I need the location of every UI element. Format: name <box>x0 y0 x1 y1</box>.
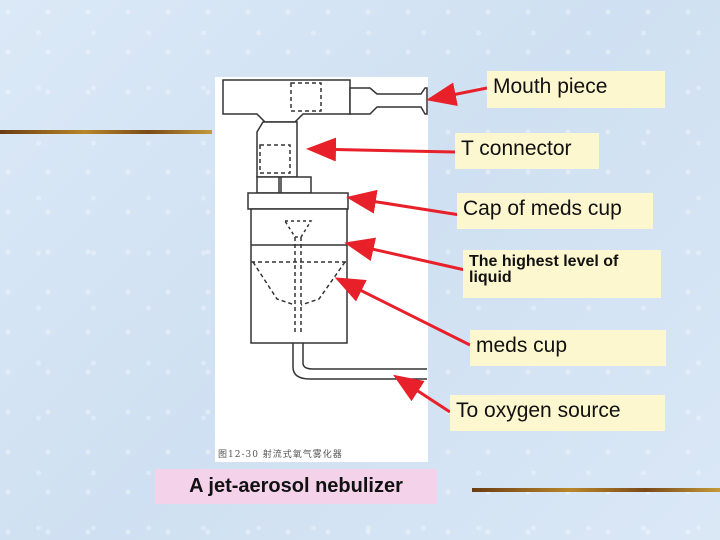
figure-caption: 图12-30 射流式氧气雾化器 <box>218 450 343 460</box>
meds-cup-body <box>250 208 348 344</box>
label-highest-level: The highest level of liquid <box>463 250 661 298</box>
nebulizer-figure <box>215 77 428 462</box>
label-cap: Cap of meds cup <box>457 193 653 229</box>
skirt-left <box>252 261 296 306</box>
t-connector-vertical <box>256 121 298 178</box>
oxygen-tube <box>292 343 427 380</box>
t-connector-vertical-inner <box>259 144 291 174</box>
decor-rule-left <box>0 130 212 134</box>
neck-block-right <box>280 176 312 194</box>
neck-block-left <box>256 176 280 194</box>
t-connector-inner <box>290 82 322 112</box>
oxygen-tube-inner <box>302 343 427 370</box>
label-meds-cup: meds cup <box>470 330 666 366</box>
label-t-connector: T connector <box>455 133 599 169</box>
caption: A jet-aerosol nebulizer <box>155 469 437 504</box>
label-mouth-piece: Mouth piece <box>487 71 665 108</box>
label-oxygen: To oxygen source <box>450 395 665 431</box>
mouth-piece <box>349 87 428 115</box>
cup-cap <box>247 192 349 210</box>
decor-rule-right <box>472 488 720 492</box>
nebulizer-diagram <box>222 79 428 380</box>
arrow-mouth-piece <box>426 82 488 107</box>
t-connector-top <box>222 79 351 123</box>
skirt-right <box>300 261 346 306</box>
